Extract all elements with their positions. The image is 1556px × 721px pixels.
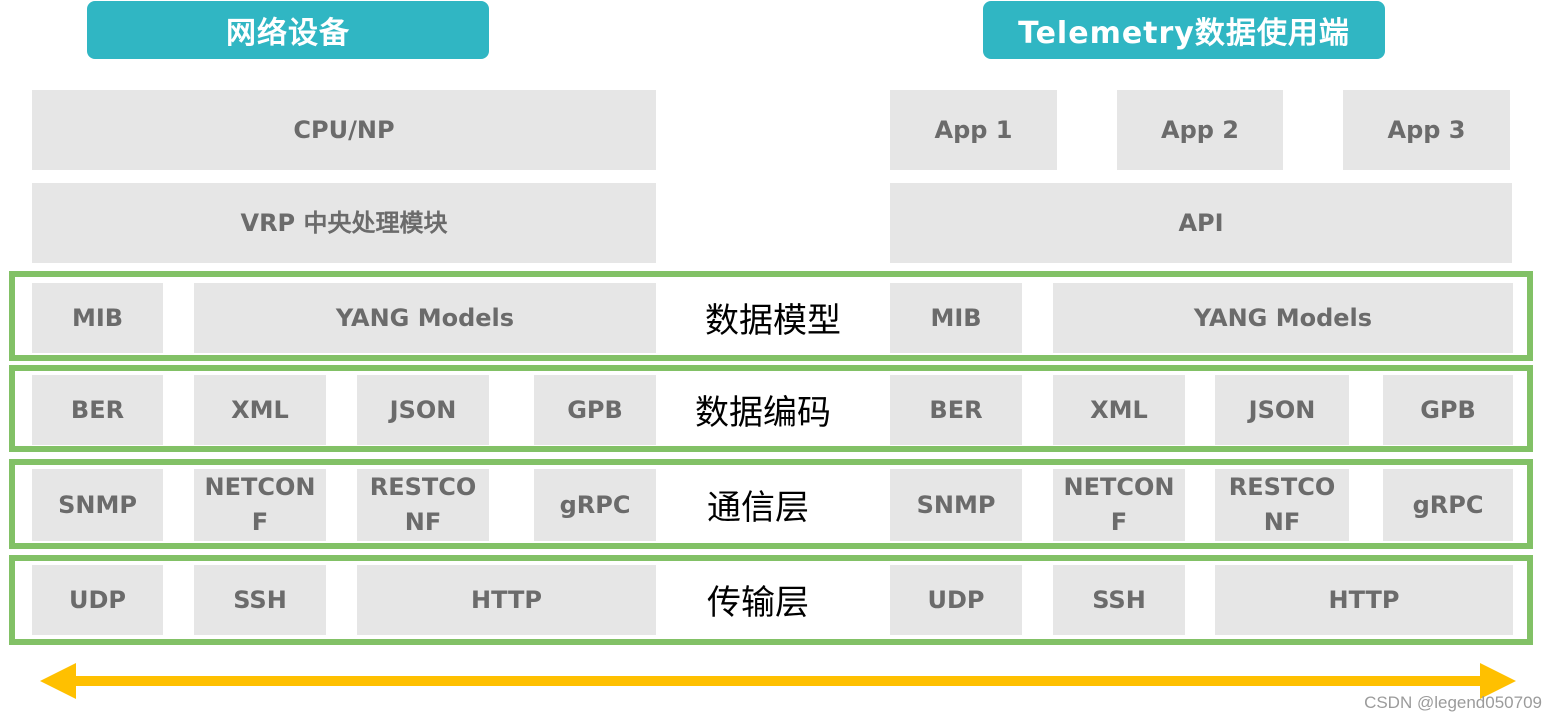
watermark: CSDN @legend050709 (1364, 693, 1542, 712)
right-json: JSON (1215, 375, 1349, 445)
layer-label-transport: 传输层 (707, 582, 809, 623)
right-snmp: SNMP (890, 469, 1022, 541)
layer-label-data-encoding: 数据编码 (695, 392, 831, 433)
left-yang-models: YANG Models (194, 283, 656, 353)
left-json: JSON (357, 375, 489, 445)
row-frame-transport (9, 555, 1533, 645)
right-udp: UDP (890, 565, 1022, 635)
left-snmp: SNMP (32, 469, 163, 541)
layer-label-data-model: 数据模型 (705, 300, 841, 341)
right-grpc: gRPC (1383, 469, 1513, 541)
row-frame-communication (9, 459, 1533, 549)
left-restconf: RESTCO NF (357, 469, 489, 541)
right-http: HTTP (1215, 565, 1513, 635)
app-2-block: App 2 (1117, 90, 1283, 170)
left-http: HTTP (357, 565, 656, 635)
right-restconf: RESTCO NF (1215, 469, 1349, 541)
right-ber: BER (890, 375, 1022, 445)
app-3-block: App 3 (1343, 90, 1510, 170)
layer-label-communication: 通信层 (707, 487, 809, 528)
left-ssh: SSH (194, 565, 326, 635)
right-netconf: NETCON F (1053, 469, 1185, 541)
row-frame-data-model (9, 271, 1533, 361)
right-xml: XML (1053, 375, 1185, 445)
api-block: API (890, 183, 1512, 263)
left-gpb: GPB (534, 375, 656, 445)
right-ssh: SSH (1053, 565, 1185, 635)
left-udp: UDP (32, 565, 163, 635)
left-netconf: NETCON F (194, 469, 326, 541)
right-mib: MIB (890, 283, 1022, 353)
header-telemetry-consumer: Telemetry数据使用端 (983, 1, 1385, 59)
header-network-device: 网络设备 (87, 1, 489, 59)
left-grpc: gRPC (534, 469, 656, 541)
app-1-block: App 1 (890, 90, 1057, 170)
right-yang-models: YANG Models (1053, 283, 1513, 353)
right-gpb: GPB (1383, 375, 1513, 445)
vrp-module-block: VRP 中央处理模块 (32, 183, 656, 263)
left-xml: XML (194, 375, 326, 445)
left-ber: BER (32, 375, 163, 445)
cpu-np-block: CPU/NP (32, 90, 656, 170)
left-mib: MIB (32, 283, 163, 353)
bidirectional-arrow-shape (40, 663, 1516, 699)
row-frame-data-encoding (9, 365, 1533, 452)
